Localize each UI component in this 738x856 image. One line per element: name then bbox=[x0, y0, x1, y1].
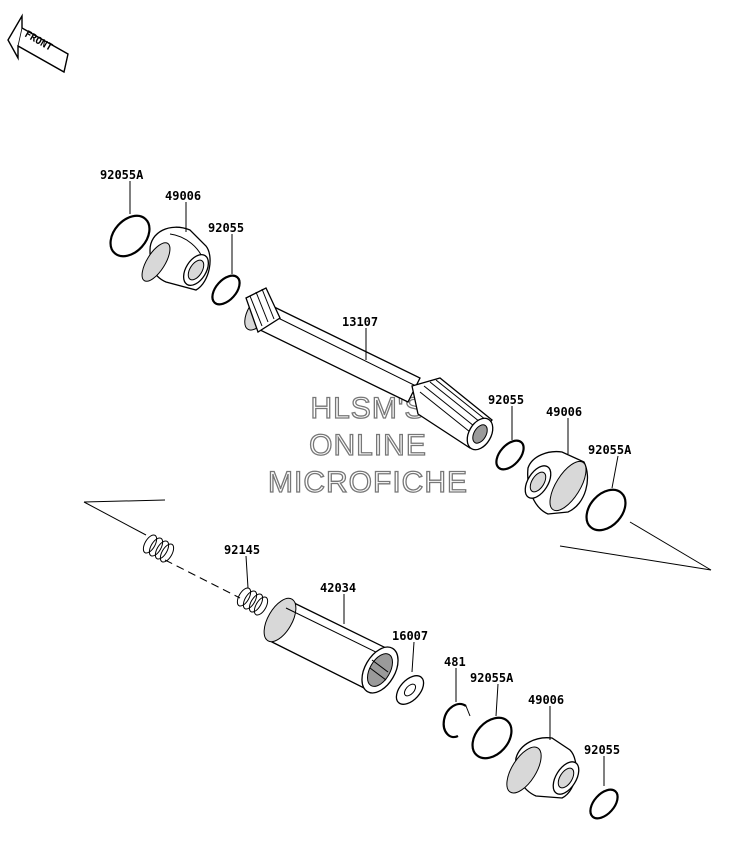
front-arrow-icon: FRONT bbox=[7, 13, 69, 74]
coupling[interactable] bbox=[258, 593, 406, 699]
drive-shaft[interactable] bbox=[239, 287, 498, 454]
upper-left-ring[interactable] bbox=[207, 271, 245, 310]
label-upper-boot-left: 49006 bbox=[165, 189, 201, 203]
upper-left-oring[interactable] bbox=[103, 208, 158, 264]
label-spring: 92145 bbox=[224, 543, 260, 557]
leader-lines bbox=[129, 181, 619, 786]
label-upper-boot-right: 49006 bbox=[546, 405, 582, 419]
lower-ring[interactable] bbox=[585, 785, 623, 824]
assembly-guide-lines bbox=[83, 499, 712, 599]
washer[interactable] bbox=[391, 671, 429, 710]
watermark-line-3: MICROFICHE bbox=[268, 466, 468, 499]
upper-right-oring[interactable] bbox=[579, 482, 634, 538]
label-washer: 16007 bbox=[392, 629, 428, 643]
upper-right-boot[interactable] bbox=[520, 450, 593, 516]
label-lower-boot: 49006 bbox=[528, 693, 564, 707]
label-upper-oring-right: 92055A bbox=[588, 443, 632, 457]
label-upper-ring-right: 92055 bbox=[488, 393, 524, 407]
label-drive-shaft: 13107 bbox=[342, 315, 378, 329]
label-upper-oring-left: 92055A bbox=[100, 168, 144, 182]
upper-right-ring[interactable] bbox=[491, 436, 529, 475]
upper-left-boot[interactable] bbox=[137, 226, 214, 291]
spring[interactable] bbox=[141, 533, 271, 617]
lower-oring[interactable] bbox=[465, 710, 520, 766]
part-labels: 92055A 49006 92055 13107 92055 49006 920… bbox=[100, 168, 632, 757]
label-circlip: 481 bbox=[444, 655, 466, 669]
lower-boot[interactable] bbox=[500, 737, 584, 799]
label-lower-ring: 92055 bbox=[584, 743, 620, 757]
watermark-line-2: ONLINE bbox=[309, 429, 427, 462]
label-lower-oring: 92055A bbox=[470, 671, 514, 685]
label-coupling: 42034 bbox=[320, 581, 356, 595]
label-upper-ring-left: 92055 bbox=[208, 221, 244, 235]
circlip[interactable] bbox=[442, 702, 471, 739]
